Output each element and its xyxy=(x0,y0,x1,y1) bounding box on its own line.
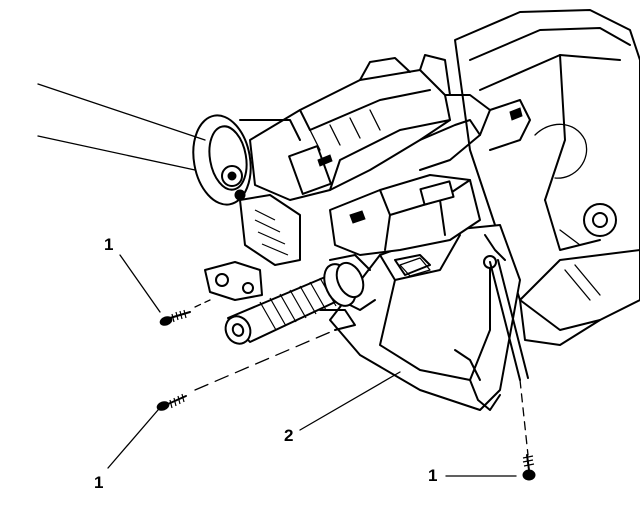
leader-line-2 xyxy=(299,371,401,431)
column-housing xyxy=(454,9,640,346)
callout-label-1a: 1 xyxy=(104,235,113,254)
bolt-1a xyxy=(119,254,211,326)
bolt-1c xyxy=(445,379,536,481)
steering-shaft xyxy=(224,254,371,345)
callout-label-1b: 1 xyxy=(94,473,103,492)
callout-label-1c: 1 xyxy=(428,466,437,485)
mounting-rod xyxy=(489,259,529,381)
tilt-disc xyxy=(192,114,301,206)
side-arm xyxy=(204,194,301,301)
leader-lines-upper xyxy=(37,83,206,171)
callout-label-2: 2 xyxy=(284,426,293,445)
switch-assembly xyxy=(249,54,531,201)
bolt-1b xyxy=(107,329,336,469)
center-blocks xyxy=(329,174,481,276)
